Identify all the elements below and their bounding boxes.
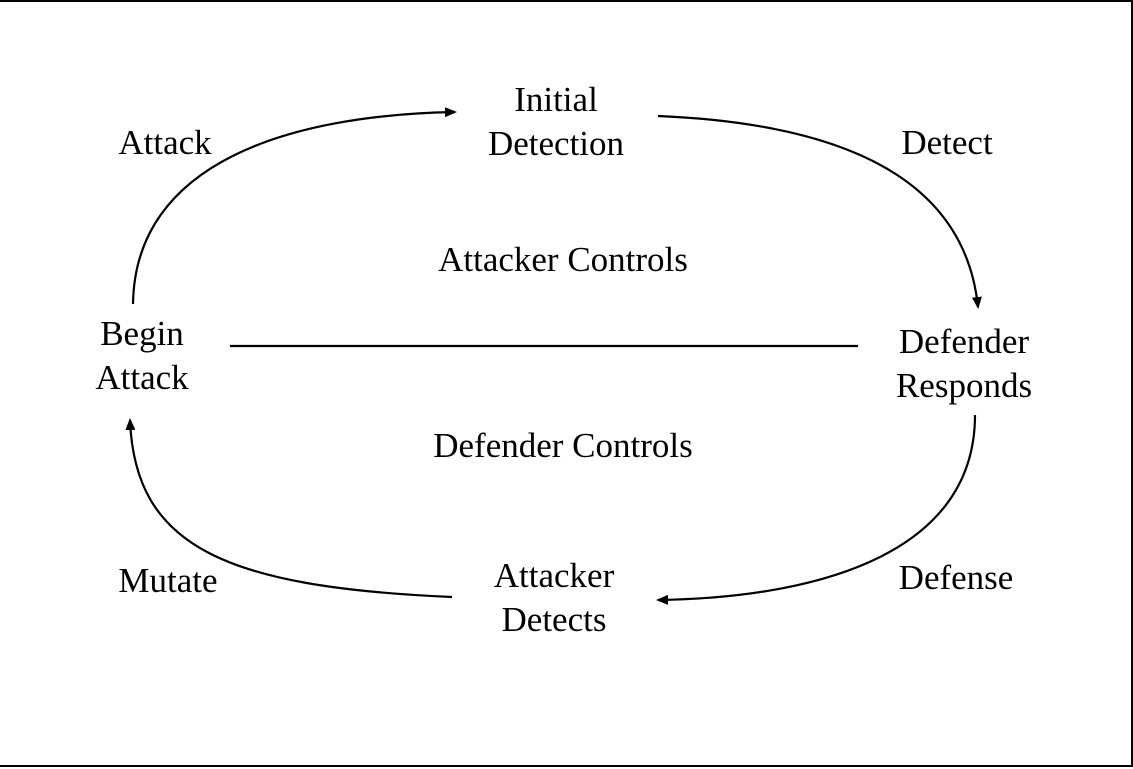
node-begin-attack-line-1: Begin bbox=[100, 314, 184, 353]
node-attacker-detects: Attacker Detects bbox=[494, 554, 614, 642]
node-defender-responds-line-1: Defender bbox=[898, 322, 1030, 361]
node-initial-detection-line-2: Detection bbox=[487, 124, 625, 163]
region-label-defender-controls: Defender Controls bbox=[433, 426, 693, 465]
node-defender-responds-line-2: Responds bbox=[895, 366, 1033, 405]
edge-label-detect: Detect bbox=[901, 123, 993, 162]
arrow-attack bbox=[131, 107, 457, 305]
arrow-mutate bbox=[125, 418, 453, 599]
node-initial-detection: Initial Detection bbox=[488, 78, 624, 166]
node-begin-attack-line-2: Attack bbox=[95, 358, 189, 397]
node-begin-attack: Begin Attack bbox=[95, 312, 188, 400]
node-defender-responds: Defender Responds bbox=[896, 320, 1032, 408]
edge-label-mutate: Mutate bbox=[118, 561, 218, 600]
region-label-attacker-controls: Attacker Controls bbox=[438, 240, 688, 279]
edge-label-attack: Attack bbox=[118, 123, 212, 162]
edge-label-defense: Defense bbox=[898, 558, 1014, 597]
node-attacker-detects-line-1: Attacker bbox=[493, 556, 615, 595]
node-initial-detection-line-1: Initial bbox=[514, 80, 598, 119]
arrow-detect bbox=[657, 114, 982, 309]
node-attacker-detects-line-2: Detects bbox=[501, 600, 607, 639]
arrow-defense bbox=[656, 414, 977, 605]
